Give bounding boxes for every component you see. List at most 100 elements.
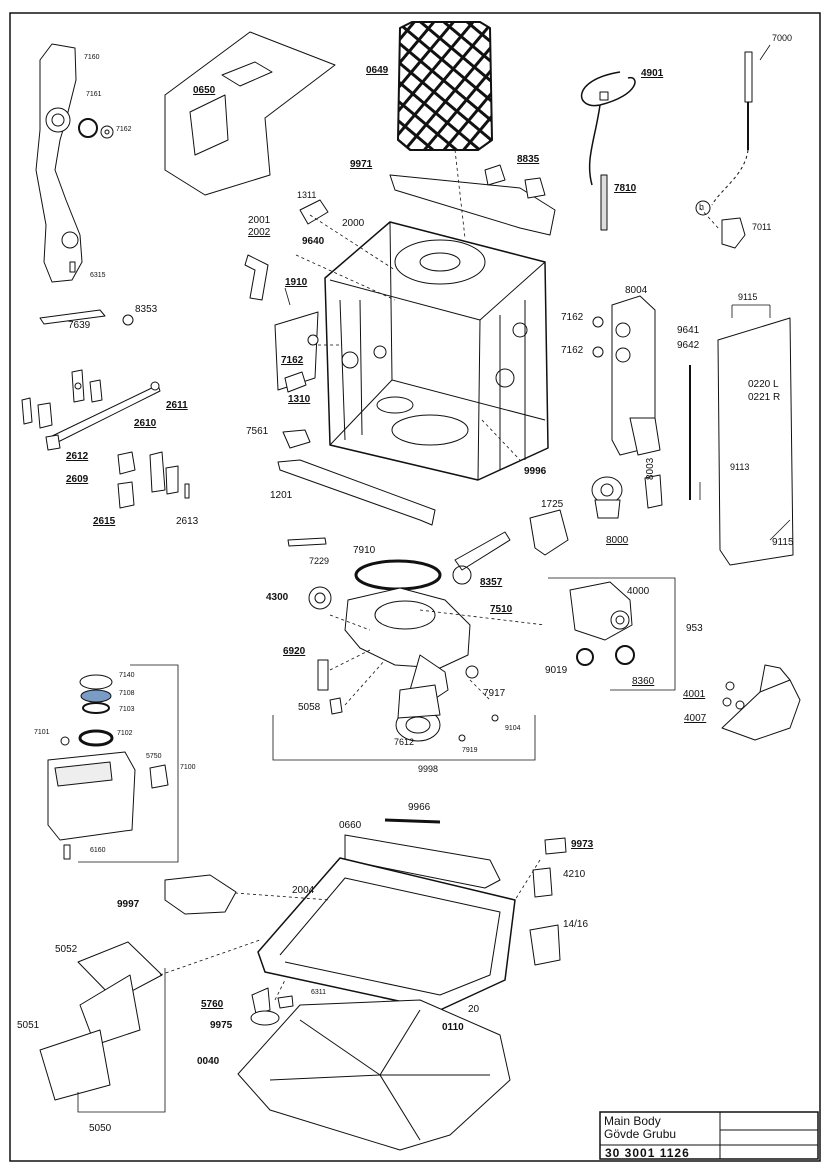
part-label-9996: 9996 [524,466,547,477]
title-block-title-en: Main Body [604,1114,661,1128]
part-label-7810: 7810 [614,183,637,194]
part-label-7162-upper: 7162 [561,312,584,323]
part-label-8004: 8004 [625,285,648,296]
part-label-9115-top: 9115 [738,292,758,302]
part-label-9998: 9998 [418,764,439,774]
part-label-1201: 1201 [270,490,293,501]
part-label-2002: 2002 [248,227,271,238]
part-label-7101: 7101 [34,729,50,736]
part-label-9997: 9997 [117,899,140,910]
part-label-0220-l: 0220 L [748,379,779,390]
part-label-5760: 5760 [201,999,224,1010]
part-label-1725: 1725 [541,499,564,510]
part-label-8000: 8000 [606,535,629,546]
part-label-1910: 1910 [285,277,308,288]
part-label-4001: 4001 [683,689,706,700]
part-label-9115-bottom: 9115 [772,537,794,548]
part-label-4901: 4901 [641,68,664,79]
part-label-7561: 7561 [246,426,269,437]
hose-cable-part [580,71,636,186]
title-block [599,1111,819,1160]
part-label-8360: 8360 [632,676,655,687]
part-label-7108: 7108 [119,690,135,697]
part-label-0650: 0650 [193,85,216,96]
h-reference-mark: h [699,202,705,212]
part-label-4210: 4210 [563,869,586,880]
part-label-5052: 5052 [55,944,78,955]
part-label-0110: 0110 [442,1022,464,1033]
insulation-mat-part [397,21,493,151]
part-label-4300: 4300 [266,592,289,603]
part-label-7162: 7162 [116,126,132,133]
part-label-6311: 6311 [311,989,327,996]
part-label-0660: 0660 [339,820,362,831]
part-label-9973: 9973 [571,839,594,850]
part-label-2610: 2610 [134,418,157,429]
part-label-14-16: 14/16 [563,919,589,930]
title-block-code: 30 3001 1126 [605,1146,690,1160]
part-label-9019: 9019 [545,665,568,676]
part-label-5750: 5750 [146,753,162,760]
part-label-6315: 6315 [90,272,106,279]
part-label-8835: 8835 [517,154,540,165]
part-label-8357: 8357 [480,577,503,588]
part-label-7000: 7000 [772,33,793,43]
part-label-2609: 2609 [66,474,89,485]
part-label-7510: 7510 [490,604,513,615]
part-label-9640: 9640 [302,236,325,247]
part-label-7229: 7229 [309,556,330,566]
part-label-9971: 9971 [350,159,373,170]
part-label-2613: 2613 [176,516,199,527]
page-frame [9,12,821,1162]
part-label-5050: 5050 [89,1123,112,1134]
part-label-0221-r: 0221 R [748,392,781,403]
part-label-2612: 2612 [66,451,89,462]
part-label-7140: 7140 [119,672,135,679]
part-label-9104: 9104 [505,725,521,732]
part-label-9113: 9113 [730,462,750,472]
part-label-9641: 9641 [677,325,700,336]
part-label-7919: 7919 [462,747,478,754]
part-label-2611: 2611 [166,400,188,411]
part-label-7160: 7160 [84,54,100,61]
part-label-7612: 7612 [394,737,415,747]
part-label-2000: 2000 [342,218,365,229]
part-label-0040: 0040 [197,1056,220,1067]
part-label-5051: 5051 [17,1020,40,1031]
part-label-2001: 2001 [248,215,271,226]
part-label-7162-lower: 7162 [561,345,584,356]
base-frame [257,857,516,1011]
part-label-8003: 8003 [645,457,656,480]
part-label-7917: 7917 [483,688,506,699]
part-label-2004: 2004 [292,885,315,896]
part-label-0649: 0649 [366,65,389,76]
part-label-7100: 7100 [180,764,196,771]
title-block-title-tr: Gövde Grubu [604,1127,677,1141]
part-label-4007: 4007 [684,713,707,724]
side-panel-right [717,317,794,566]
part-label-6160: 6160 [90,847,106,854]
part-label-20: 20 [468,1004,480,1015]
part-label-9966: 9966 [408,802,431,813]
part-label-7161: 7161 [86,91,102,98]
part-label-2615: 2615 [93,516,116,527]
hinge-arm-part [35,43,83,283]
part-label-1310: 1310 [288,394,311,405]
top-insulation-part [164,31,336,196]
part-label-7102: 7102 [117,730,133,737]
part-label-1311: 1311 [297,190,317,200]
part-label-8353: 8353 [135,304,158,315]
part-label-5058: 5058 [298,702,321,713]
part-label-7910: 7910 [353,545,376,556]
part-label-6920: 6920 [283,646,306,657]
part-label-7639: 7639 [68,320,91,331]
part-label-7162-left: 7162 [281,355,304,366]
part-label-9642: 9642 [677,340,700,351]
part-label-7103: 7103 [119,706,135,713]
part-label-953: 953 [686,623,703,634]
part-label-9975: 9975 [210,1020,233,1031]
part-label-7011: 7011 [752,222,772,232]
part-label-4000: 4000 [627,586,650,597]
